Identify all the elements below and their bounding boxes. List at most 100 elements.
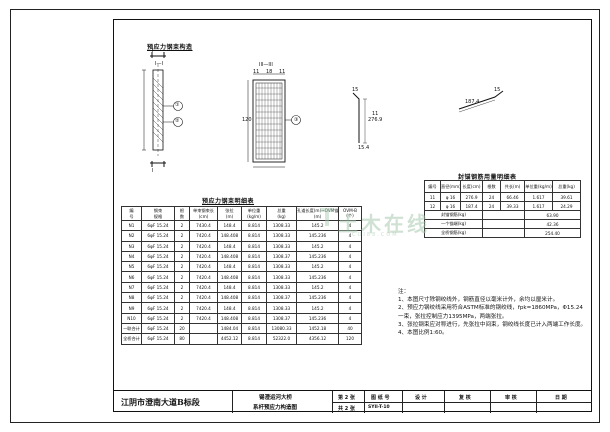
anchor-table-header: 编号直径(mm)长度(cm)根数共长(m)单位重(kg/m)总重(kg) (424, 180, 581, 193)
anchor-sum-row: 封锚钢筋(kg)63.90 (424, 210, 581, 220)
anchor-header-cell: 单位重(kg/m) (524, 180, 553, 193)
strand-cell: N5 (121, 261, 142, 273)
strand-cell: 8.814 (241, 333, 267, 345)
outer-frame (10, 9, 600, 423)
strand-cell: 7430.4 (189, 219, 218, 232)
strand-cell: 4 (338, 261, 362, 273)
anchor-sum-cell: 42.36 (524, 219, 581, 229)
watermark-logo-icon (320, 208, 334, 226)
dim-side: 120 (242, 117, 252, 123)
strand-header-line: 号 (129, 213, 134, 219)
strand-cell (189, 333, 218, 345)
anchor-sum-cell: 一个锚端(kg) (424, 219, 483, 229)
tb-project-cell: 江阴市澄南大道B标段 (113, 391, 233, 413)
section-mark-top: I (152, 48, 154, 54)
strand-cell: 4 (338, 302, 362, 314)
strand-cell (189, 322, 218, 335)
anchor-cell: 24.29 (552, 201, 581, 211)
strand-cell: 一联合计 (121, 322, 142, 335)
strand-cell: N10 (121, 312, 142, 324)
strand-header-line: 单束钢束长 (193, 208, 214, 213)
strand-cell: 2 (174, 240, 190, 252)
strand-cell: 1308.37 (266, 292, 297, 304)
strand-header-cell: 编号 (121, 206, 142, 221)
strand-cell: 2 (174, 219, 190, 232)
detail1-bot: 15.4 (358, 145, 370, 151)
tb-sheet-cell: 第 2 张 共 2 张 (333, 391, 365, 413)
strand-header-cell: OVM-B(个) (338, 206, 362, 221)
strand-cell: 8.814 (241, 312, 267, 324)
strand-header-line: (kg/m) (247, 214, 261, 219)
anchor-cell: 11 (424, 192, 441, 202)
strand-cell: 2 (174, 302, 190, 314)
anchor-cell: φ 16 (440, 192, 461, 202)
strand-cell: 148.408 (217, 292, 242, 304)
strand-cell: N2 (121, 230, 142, 242)
strand-cell: 6φF 15.24 (141, 322, 175, 335)
anchor-cell: 276.9 (460, 192, 483, 202)
detail2-b: 15 (494, 87, 501, 93)
strand-header-line: 总重 (277, 208, 286, 213)
anchor-cell: 39.33 (500, 201, 525, 211)
anchor-cell: 1.617 (524, 192, 553, 202)
strand-header-line: 单位重 (247, 208, 261, 213)
strand-cell: N8 (121, 292, 142, 304)
strand-cell: 145.2 (296, 261, 339, 273)
detail1-top: 11 (372, 111, 379, 117)
strand-header-line: (cm) (198, 214, 209, 219)
anchor-sum-cell: 63.90 (524, 210, 581, 220)
dim-top-b: 18 (266, 69, 273, 75)
tb-check-cell: 复 核 (445, 391, 491, 413)
drawing-no-label: 图 纸 号 (371, 395, 390, 401)
strand-header-line: 钢束 (153, 207, 163, 213)
strand-header-line: (m) (313, 214, 322, 219)
tb-drawing-no-cell: 图 纸 号 SYII-T-10 (365, 391, 403, 413)
anchor-header-cell: 根数 (482, 180, 501, 193)
strand-cell: 145.236 (296, 292, 339, 304)
strand-cell: 6φF 15.24 (141, 281, 175, 294)
total-label: 共 2 张 (338, 406, 355, 412)
watermark-sub: COI88.COM (352, 232, 399, 238)
tb-review-cell: 审 核 (491, 391, 537, 413)
strand-cell: 148.408 (217, 230, 242, 242)
strand-header-line: (m) (225, 214, 234, 219)
strand-cell: 148.4 (217, 281, 242, 294)
anchor-header-cell: 直径(mm) (440, 180, 461, 193)
strand-table-header: 编号钢束规格根数单束钢束长(cm)张拉(m)单位重(kg/m)总重(kg)孔道长… (121, 206, 362, 221)
note-1: 1、本图尺寸除钢绞线外，钢筋直径以毫米计外，余均以厘米计。 (398, 297, 559, 304)
strand-table-title: 预应力钢束明细表 (202, 198, 255, 205)
notes-heading: 注： (398, 289, 410, 295)
strand-cell: 全桥合计 (121, 333, 142, 345)
strand-cell: 20 (174, 322, 190, 335)
anchor-cell: 187.4 (460, 201, 483, 211)
strand-header-cell: 钢束规格 (141, 206, 175, 221)
strand-cell: N9 (121, 302, 142, 314)
strand-cell: 4 (338, 250, 362, 263)
strand-cell: 148.4 (217, 240, 242, 252)
anchor-header-cell: 总重(kg) (552, 180, 581, 193)
strand-cell: 8.814 (241, 302, 267, 314)
strand-cell: 120 (338, 333, 362, 345)
strand-cell: 4 (338, 312, 362, 324)
strand-cell: N1 (121, 219, 142, 232)
strand-cell: N4 (121, 250, 142, 263)
strand-cell: 148.4 (217, 261, 242, 273)
strand-cell: 6φF 15.24 (141, 240, 175, 252)
strand-cell: 1308.37 (266, 312, 297, 324)
strand-cell: 4 (338, 271, 362, 283)
strand-cell: 1308.33 (266, 240, 297, 252)
callout-2: ② (175, 118, 180, 124)
strand-cell: 4 (338, 281, 362, 294)
project-name: 江阴市澄南大道B标段 (121, 397, 200, 407)
view-label-left: I—I (155, 61, 163, 67)
strand-header-cell: 单束钢束长(cm) (189, 206, 218, 221)
strand-cell: 4 (338, 240, 362, 252)
notes-block: 注： 1、本图尺寸除钢绞线外，钢筋直径以毫米计外，余均以厘米计。 2、预应力钢绞… (398, 288, 588, 337)
strand-header-line: (kg) (277, 214, 286, 219)
